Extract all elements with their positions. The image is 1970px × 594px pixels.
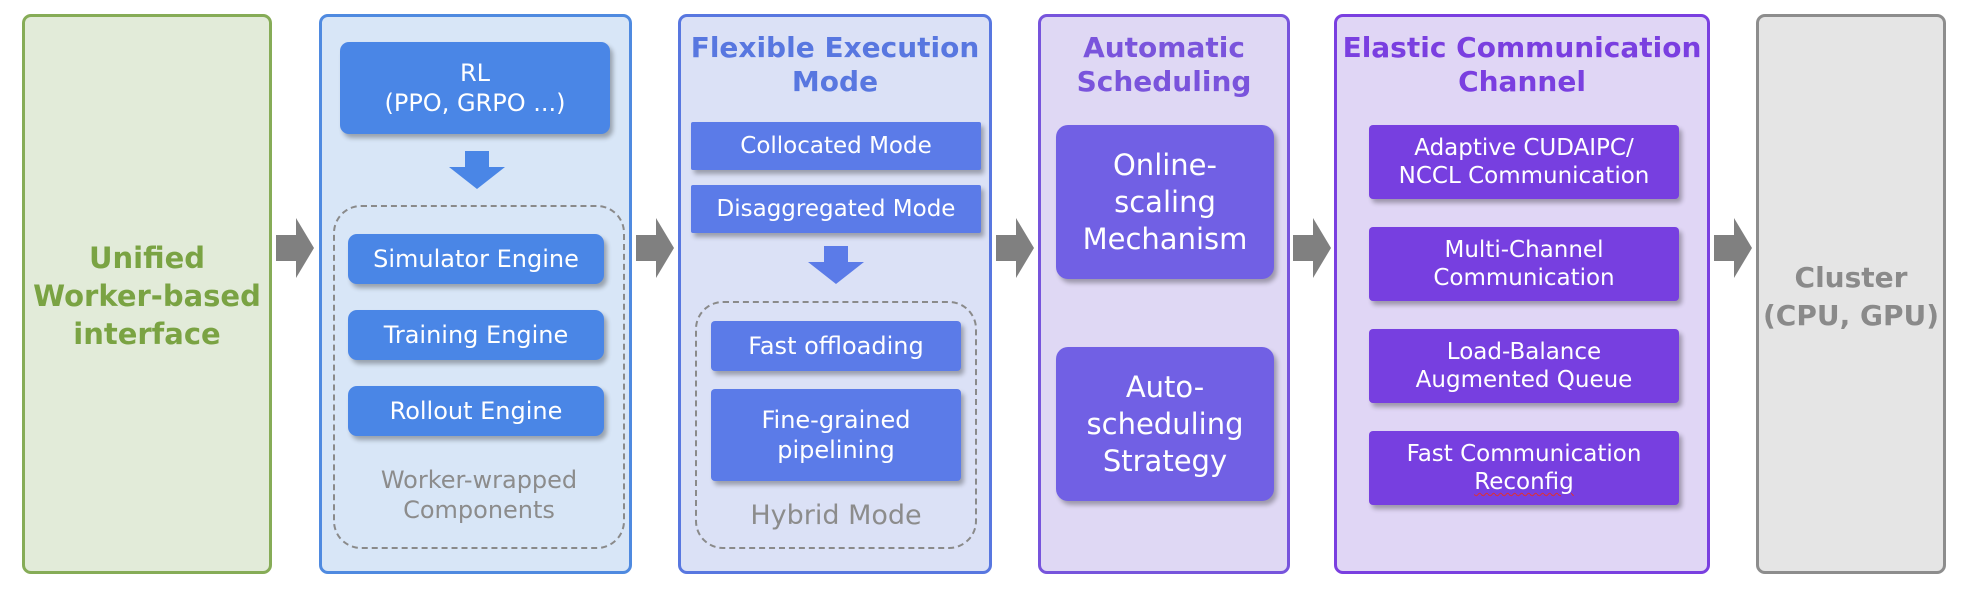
right-arrow-icon xyxy=(996,218,1034,278)
fast-communication-line: Fast Communication xyxy=(1406,441,1642,467)
down-arrow-icon xyxy=(808,246,864,284)
training-engine-box: Training Engine xyxy=(348,310,604,360)
right-arrow-icon xyxy=(636,218,674,278)
adaptive-communication-box: Adaptive CUDAIPC/ NCCL Communication xyxy=(1369,125,1679,199)
fast-communication-reconfig-box: Fast Communication Reconfig xyxy=(1369,431,1679,505)
panel-worker-components: RL (PPO, GRPO ...) Worker-wrapped Compon… xyxy=(319,14,632,574)
cluster-label: Cluster (CPU, GPU) xyxy=(1762,261,1940,332)
unified-interface-label: Unified Worker-based interface xyxy=(33,241,261,351)
load-balance-queue-box: Load-Balance Augmented Queue xyxy=(1369,329,1679,403)
worker-components-group: Worker-wrapped Components xyxy=(333,205,625,549)
worker-wrapped-components-label: Worker-wrapped Components xyxy=(380,466,578,524)
multi-channel-box: Multi-Channel Communication xyxy=(1369,227,1679,301)
panel-automatic-scheduling: Automatic Scheduling Online- scaling Mec… xyxy=(1038,14,1290,574)
right-arrow-icon xyxy=(1714,218,1752,278)
simulator-engine-box: Simulator Engine xyxy=(348,234,604,284)
automatic-scheduling-title: Automatic Scheduling xyxy=(1076,31,1252,98)
hybrid-mode-group: Hybrid Mode xyxy=(695,301,977,549)
elastic-communication-title: Elastic Communication Channel xyxy=(1342,31,1702,98)
online-scaling-box: Online- scaling Mechanism xyxy=(1056,125,1274,279)
reconfig-line: Reconfig xyxy=(1474,469,1574,495)
rollout-engine-box: Rollout Engine xyxy=(348,386,604,436)
right-arrow-icon xyxy=(1293,218,1331,278)
down-arrow-icon xyxy=(449,151,505,189)
panel-cluster: Cluster (CPU, GPU) xyxy=(1756,14,1946,574)
fine-grained-pipelining-box: Fine-grained pipelining xyxy=(711,389,961,481)
disaggregated-mode-box: Disaggregated Mode xyxy=(691,185,981,233)
right-arrow-icon xyxy=(276,218,314,278)
flexible-execution-title: Flexible Execution Mode xyxy=(690,31,980,98)
panel-flexible-execution: Flexible Execution Mode Collocated Mode … xyxy=(678,14,992,574)
collocated-mode-box: Collocated Mode xyxy=(691,122,981,170)
fast-offloading-box: Fast offloading xyxy=(711,321,961,371)
hybrid-mode-label: Hybrid Mode xyxy=(750,500,922,531)
auto-scheduling-box: Auto- scheduling Strategy xyxy=(1056,347,1274,501)
panel-unified-interface: Unified Worker-based interface xyxy=(22,14,272,574)
rl-algorithms-box: RL (PPO, GRPO ...) xyxy=(340,42,610,134)
panel-elastic-communication: Elastic Communication Channel Adaptive C… xyxy=(1334,14,1710,574)
